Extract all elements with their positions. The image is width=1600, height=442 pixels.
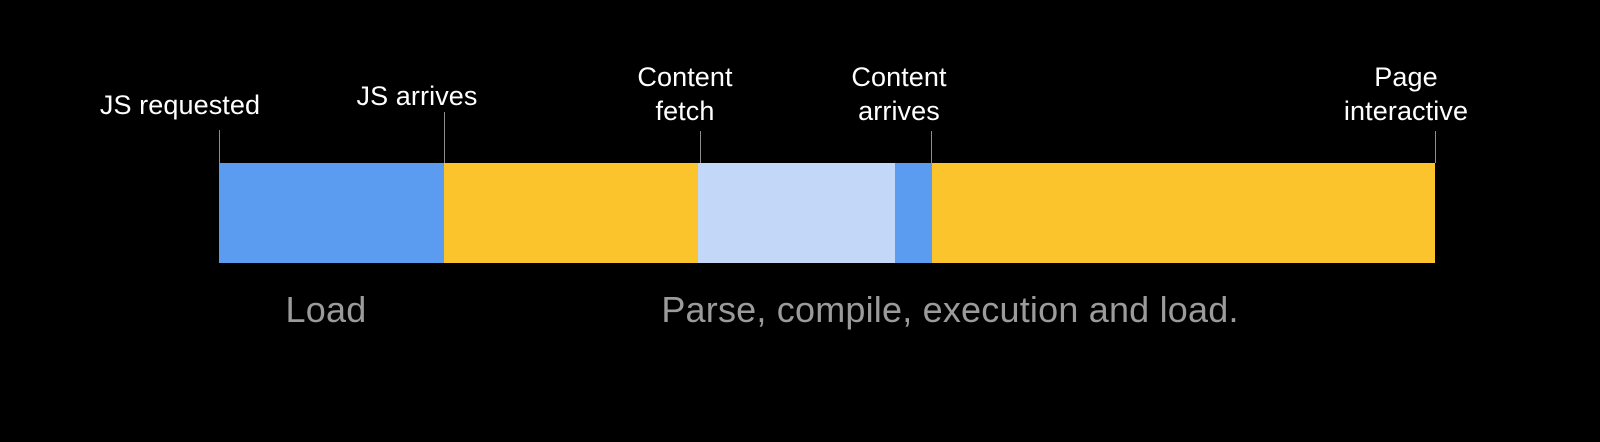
tick-line-page-interactive bbox=[1435, 131, 1436, 163]
bar-segment-content-fetch bbox=[698, 163, 895, 263]
event-label-page-interactive: Page interactive bbox=[1343, 62, 1469, 126]
timeline-bar bbox=[219, 163, 1435, 263]
bar-segment-content-load bbox=[895, 163, 932, 263]
tick-line-content-fetch bbox=[700, 131, 701, 163]
bar-segment-load bbox=[219, 163, 444, 263]
event-label-js-arrives: JS arrives bbox=[356, 81, 478, 111]
tick-line-js-arrives bbox=[444, 112, 445, 163]
bar-segment-parse-compile-2 bbox=[932, 163, 1435, 263]
phase-caption-parse-execute-phase: Parse, compile, execution and load. bbox=[661, 289, 1239, 330]
tick-line-content-arrives bbox=[931, 131, 932, 163]
event-label-content-arrives: Content arrives bbox=[851, 62, 947, 126]
tick-line-js-requested bbox=[219, 130, 220, 163]
bar-segment-parse-compile-1 bbox=[444, 163, 698, 263]
event-label-content-fetch: Content fetch bbox=[637, 62, 733, 126]
event-label-js-requested: JS requested bbox=[99, 90, 261, 120]
phase-caption-load-phase: Load bbox=[285, 289, 367, 330]
